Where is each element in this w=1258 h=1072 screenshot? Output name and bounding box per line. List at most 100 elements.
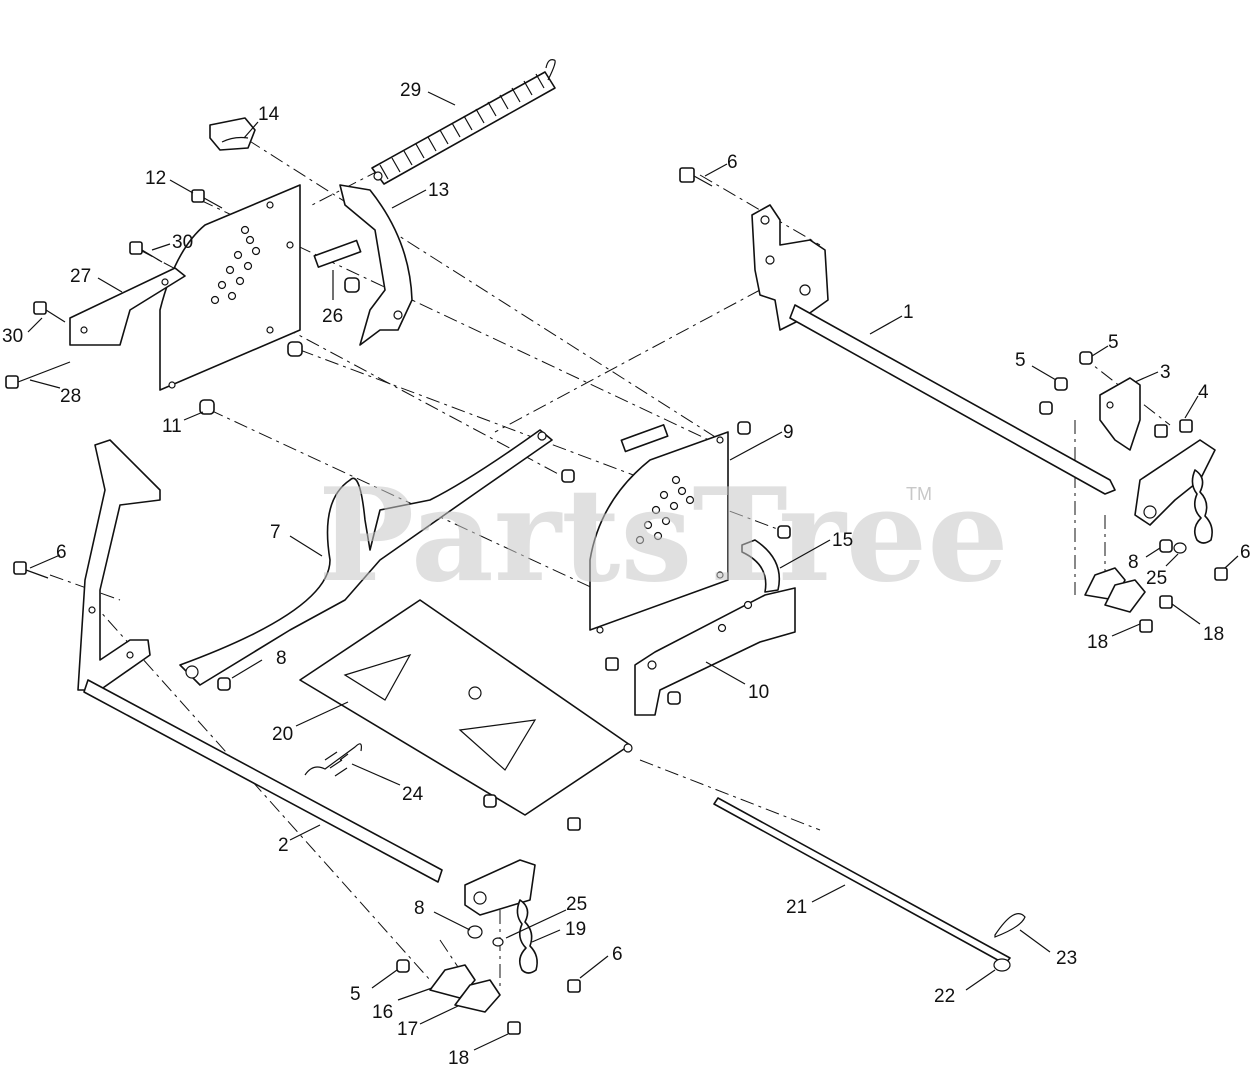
svg-text:30: 30 — [2, 326, 23, 347]
callout-29: 29 — [400, 80, 456, 106]
callout-20: 20 — [272, 701, 349, 745]
svg-text:18: 18 — [1203, 624, 1224, 645]
right-cam-parts — [1084, 567, 1146, 613]
callout-25-lower: 25 — [505, 894, 587, 939]
svg-text:6: 6 — [612, 944, 623, 965]
callouts: 29 14 12 13 6 30 27 30 26 28 1 5 5 3 4 1… — [2, 80, 1251, 1069]
hairpin-clip — [994, 913, 1026, 938]
callout-14: 14 — [243, 104, 280, 139]
callout-16: 16 — [372, 987, 433, 1023]
callout-10: 10 — [705, 661, 769, 703]
svg-text:13: 13 — [428, 180, 449, 201]
extension-spring — [371, 59, 556, 185]
upper-rod — [789, 304, 1116, 495]
svg-text:20: 20 — [272, 724, 293, 745]
callout-15: 15 — [779, 530, 853, 569]
svg-text:25: 25 — [566, 894, 587, 915]
link-rod — [713, 797, 1011, 965]
svg-text:8: 8 — [276, 648, 287, 669]
svg-text:2: 2 — [278, 835, 289, 856]
svg-text:6: 6 — [727, 152, 738, 173]
svg-text:29: 29 — [400, 80, 421, 101]
svg-text:14: 14 — [258, 104, 280, 125]
svg-text:18: 18 — [448, 1048, 469, 1069]
callout-3: 3 — [1134, 362, 1171, 383]
callout-13: 13 — [391, 180, 449, 209]
svg-text:5: 5 — [1108, 332, 1119, 353]
svg-text:19: 19 — [565, 919, 586, 940]
callout-6-lower: 6 — [579, 944, 623, 979]
svg-text:17: 17 — [397, 1019, 418, 1040]
callout-26: 26 — [322, 270, 343, 327]
svg-text:10: 10 — [748, 682, 769, 703]
svg-text:8: 8 — [1128, 552, 1139, 573]
svg-text:5: 5 — [350, 984, 361, 1005]
vent-holes-right — [635, 475, 695, 545]
callout-19: 19 — [531, 919, 586, 943]
spacers — [199, 277, 360, 415]
svg-text:6: 6 — [56, 542, 67, 563]
svg-text:27: 27 — [70, 266, 91, 287]
callout-4: 4 — [1184, 382, 1209, 419]
callout-27: 27 — [70, 266, 123, 293]
svg-text:26: 26 — [322, 306, 343, 327]
washer — [993, 958, 1011, 972]
callout-21: 21 — [786, 884, 846, 918]
svg-text:24: 24 — [402, 784, 424, 805]
callout-6-right: 6 — [1224, 542, 1251, 569]
callout-5-a: 5 — [1091, 332, 1119, 357]
right-side-plate — [589, 431, 729, 634]
callout-5-lower: 5 — [350, 969, 398, 1005]
bolts-left — [5, 189, 223, 389]
callout-7: 7 — [270, 522, 323, 557]
svg-text:23: 23 — [1056, 948, 1077, 969]
left-lift-arm — [77, 439, 161, 691]
svg-text:18: 18 — [1087, 632, 1108, 653]
callout-8-lower: 8 — [414, 898, 471, 931]
svg-text:16: 16 — [372, 1002, 393, 1023]
callout-8-right: 8 — [1128, 547, 1161, 573]
svg-text:5: 5 — [1015, 350, 1026, 371]
vent-holes — [210, 225, 261, 305]
right-bracket-small — [1099, 377, 1141, 451]
svg-text:30: 30 — [172, 232, 193, 253]
callout-1: 1 — [869, 302, 914, 335]
callout-11: 11 — [162, 411, 204, 437]
right-hardware — [13, 351, 1228, 705]
watermark-trademark: TM — [906, 484, 932, 504]
callout-8-mid: 8 — [231, 648, 287, 679]
svg-text:3: 3 — [1160, 362, 1171, 383]
svg-text:9: 9 — [783, 422, 794, 443]
callout-18-right-a: 18 — [1171, 603, 1224, 645]
front-bracket — [634, 587, 796, 716]
callout-22: 22 — [934, 969, 996, 1007]
callout-30-top: 30 — [151, 232, 193, 253]
callout-17: 17 — [397, 1005, 459, 1040]
deck-plate — [299, 599, 633, 816]
mounting-bracket — [69, 267, 186, 346]
bumper — [209, 117, 256, 151]
svg-text:12: 12 — [145, 168, 166, 189]
svg-text:28: 28 — [60, 386, 81, 407]
svg-text:8: 8 — [414, 898, 425, 919]
callout-5-b: 5 — [1015, 350, 1057, 381]
callout-6-left: 6 — [29, 542, 67, 569]
callout-30-left: 30 — [2, 317, 43, 347]
svg-text:7: 7 — [270, 522, 281, 543]
callout-18-lower: 18 — [448, 1033, 509, 1069]
side-frame — [179, 429, 553, 686]
svg-text:4: 4 — [1198, 382, 1209, 403]
decal-right — [620, 424, 669, 453]
callout-28: 28 — [29, 379, 81, 407]
right-lift-arm — [1134, 439, 1216, 544]
lower-hardware — [396, 794, 581, 1035]
callout-9: 9 — [729, 422, 794, 461]
svg-text:6: 6 — [1240, 542, 1251, 563]
small-spring — [304, 743, 362, 777]
callout-6-top: 6 — [704, 152, 738, 177]
svg-text:22: 22 — [934, 986, 955, 1007]
left-side-plate — [159, 184, 301, 391]
svg-text:25: 25 — [1146, 568, 1167, 589]
svg-text:21: 21 — [786, 897, 807, 918]
